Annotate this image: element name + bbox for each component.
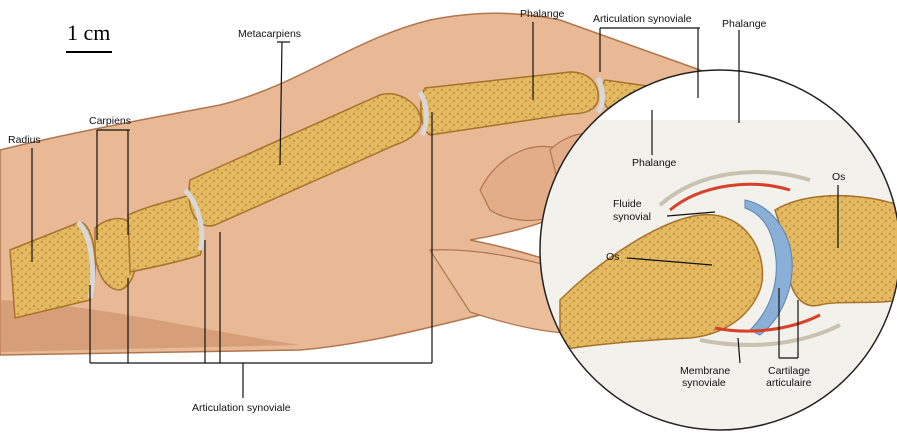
label-fluide-line1: Fluide [613,198,642,210]
label-os-right: Os [832,171,845,183]
scale-label: 1 cm [67,20,110,46]
label-phalange-tip: Phalange [722,18,766,30]
label-membrane-line1: Membrane [680,365,730,377]
label-metacarpiens: Metacarpiens [238,28,301,40]
label-phalange-lower: Phalange [632,157,676,169]
label-articulation-top: Articulation synoviale [593,13,692,25]
label-cartilage-line2: articulaire [766,377,812,389]
label-phalange-top: Phalange [520,8,564,20]
label-fluide-line2: synovial [613,211,651,223]
label-membrane-line2: synoviale [682,377,726,389]
label-cartilage-line1: Cartilage [768,365,810,377]
label-articulation-bottom: Articulation synoviale [192,402,291,414]
label-radius: Radius [8,134,41,146]
label-carpiens: Carpiens [89,115,131,127]
label-os-left: Os [606,251,619,263]
